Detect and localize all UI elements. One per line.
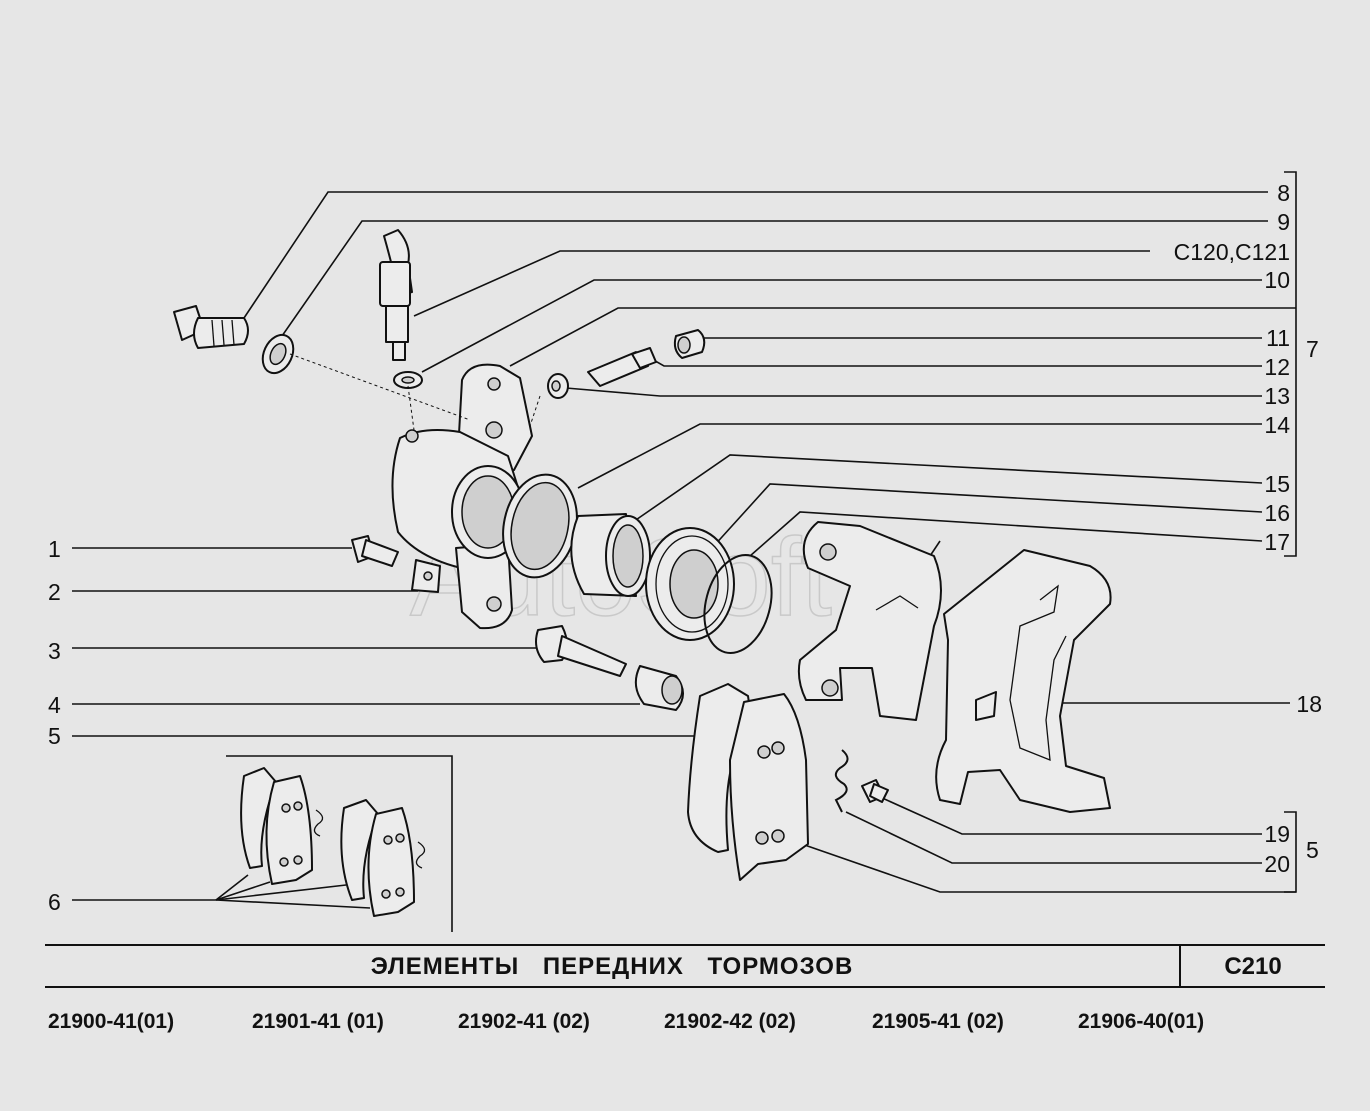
boot-part [645,527,735,641]
banjo-bolt-part [173,305,249,349]
label-18[interactable]: 18 [1296,691,1322,717]
label-11[interactable]: 11 [1266,325,1290,351]
group-label-7[interactable]: 7 [1306,336,1319,362]
model-code: 21906-40(01) [1078,1010,1205,1033]
label-17[interactable]: 17 [1264,529,1290,555]
label-1[interactable]: 1 [48,536,61,562]
caliper-bracket-part [797,521,942,721]
label-6[interactable]: 6 [48,889,61,915]
label-16[interactable]: 16 [1264,500,1290,526]
label-13[interactable]: 13 [1264,383,1290,409]
spring-clip-part [834,749,849,813]
piston-part [570,513,651,597]
parts-diagram: AutoSoft 1 2 3 4 5 6 8 9 С120,С121 10 11… [48,171,1322,932]
bleeder-valve-part [587,347,657,387]
label-9[interactable]: 9 [1277,209,1290,235]
label-12[interactable]: 12 [1264,354,1290,380]
label-c120-c121[interactable]: С120,С121 [1174,239,1290,265]
page-code: С210 [1224,953,1282,980]
pad-set-inset [240,767,426,917]
guide-pin-part [535,625,627,677]
model-code: 21905-41 (02) [872,1010,1004,1033]
model-code: 21901-41 (01) [252,1010,384,1033]
label-3[interactable]: 3 [48,638,61,664]
model-code: 21900-41(01) [48,1010,175,1033]
sensor-cable-part [379,229,413,361]
model-list: 21900-41(01) 21901-41 (01) 21902-41 (02)… [48,1010,1328,1040]
brake-pads-part [687,683,809,881]
label-20[interactable]: 20 [1264,851,1290,877]
caliper-body-part [391,363,533,630]
group-label-5[interactable]: 5 [1306,837,1319,863]
label-15[interactable]: 15 [1264,471,1290,497]
diagram-title: ЭЛЕМЕНТЫ ПЕРЕДНИХ ТОРМОЗОВ [45,946,1181,986]
piston-seal-part [502,473,578,579]
label-10[interactable]: 10 [1264,267,1290,293]
label-5-left[interactable]: 5 [48,723,61,749]
pad-bolt-part [861,779,889,803]
label-19[interactable]: 19 [1264,821,1290,847]
bolt-part [351,535,399,567]
retaining-ring-part [703,553,773,655]
model-code: 21902-42 (02) [664,1010,796,1033]
label-4[interactable]: 4 [48,692,61,718]
small-cap-part [547,373,569,399]
label-8[interactable]: 8 [1277,180,1290,206]
title-bar: ЭЛЕМЕНТЫ ПЕРЕДНИХ ТОРМОЗОВ С210 [45,944,1325,988]
label-14[interactable]: 14 [1264,412,1290,438]
label-2[interactable]: 2 [48,579,61,605]
caliper-carrier-part [935,549,1112,813]
guide-boot-part [634,665,684,711]
bleeder-cap-part [673,329,706,359]
washer-part [261,333,295,375]
lock-plate-part [411,559,441,593]
small-washer-part [393,371,423,389]
model-code: 21902-41 (02) [458,1010,590,1033]
